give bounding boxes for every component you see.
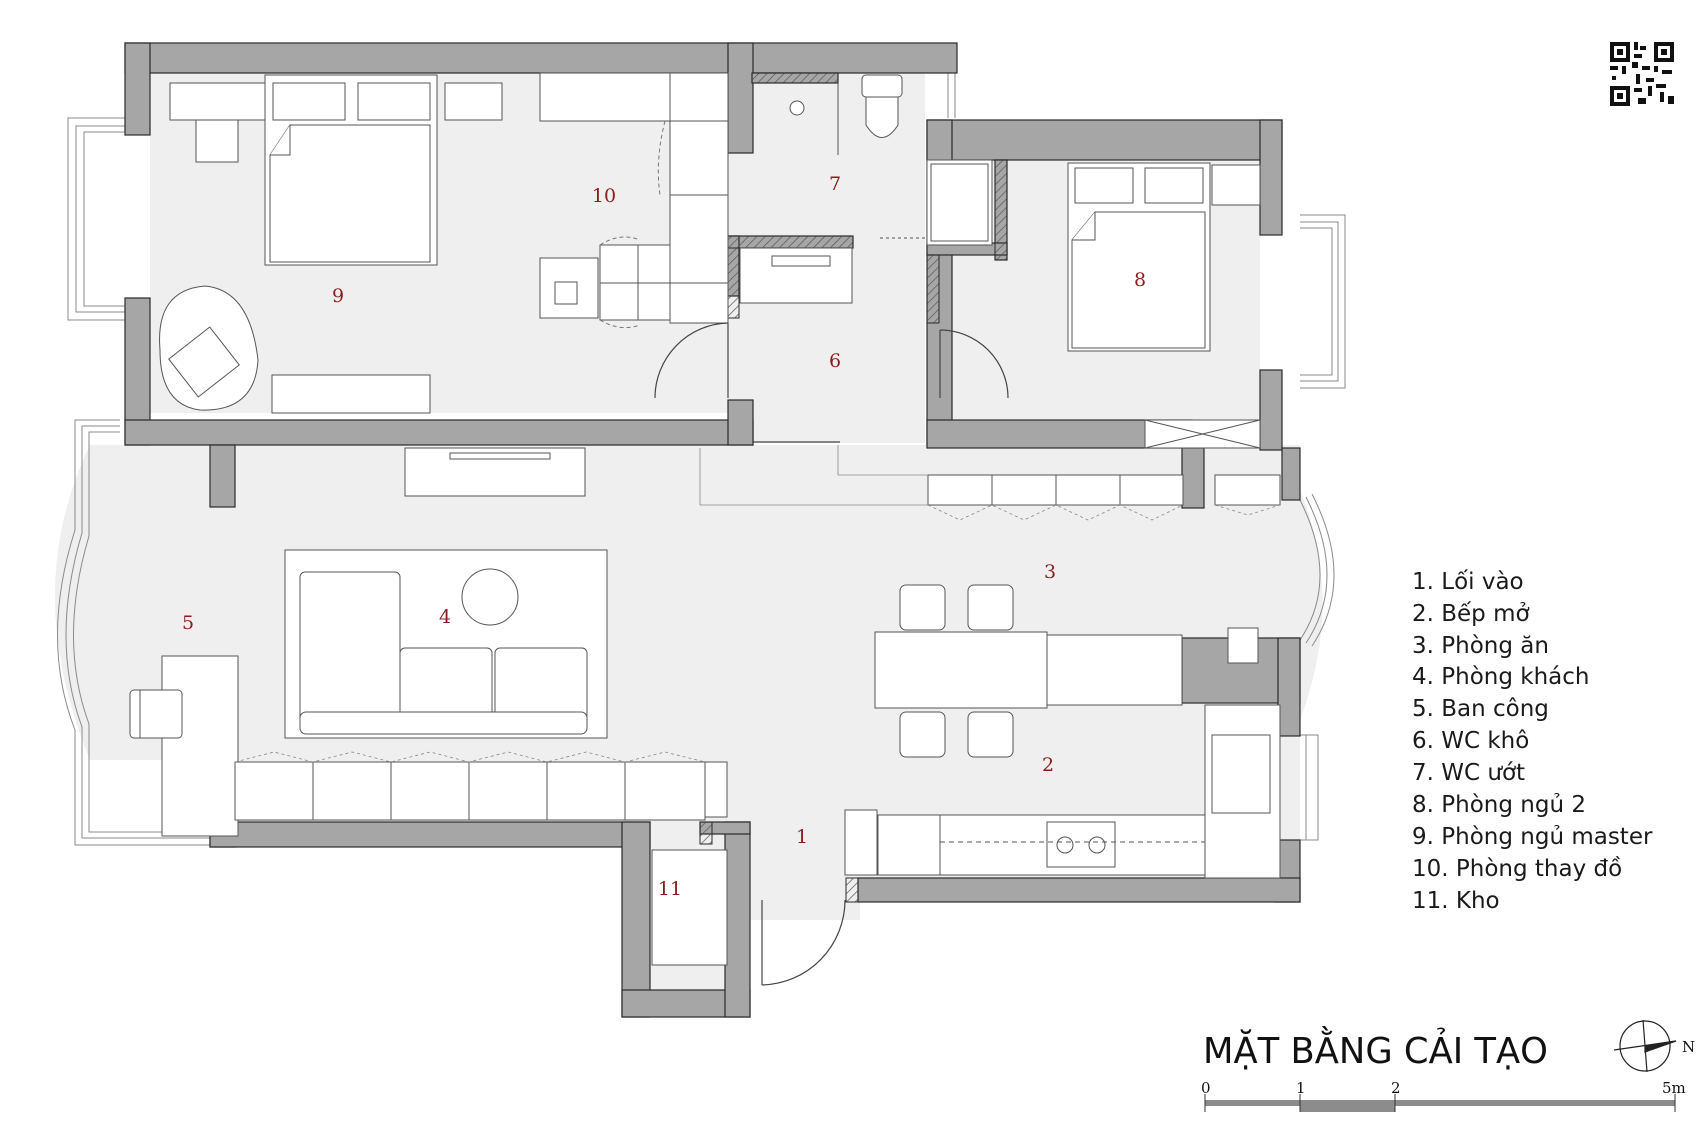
qr-code — [1608, 40, 1676, 108]
dressing-room-doors — [599, 120, 666, 329]
room-label-10: 10 — [592, 185, 616, 207]
legend-item-11: 11. Kho — [1412, 888, 1500, 914]
balcony-railings — [57, 72, 1346, 846]
legend-item-4: 4. Phòng khách — [1412, 664, 1589, 690]
plan-title: MẶT BẰNG CẢI TẠO — [1203, 1025, 1548, 1072]
legend-item-2: 2. Bếp mở — [1412, 601, 1530, 627]
scale-label-5m: 5m — [1662, 1079, 1686, 1097]
north-label: N — [1682, 1038, 1695, 1056]
dressing-room-furniture — [539, 72, 729, 324]
room-label-5: 5 — [182, 612, 194, 634]
room-legend: 1. Lối vào 2. Bếp mở 3. Phòng ăn 4. Phòn… — [1412, 569, 1653, 914]
legend-item-3: 3. Phòng ăn — [1412, 633, 1549, 659]
room-label-6: 6 — [829, 350, 841, 372]
master-bedroom-furniture — [159, 74, 503, 414]
room-label-7: 7 — [829, 173, 841, 195]
legend-item-6: 6. WC khô — [1412, 728, 1529, 754]
doors — [654, 322, 1009, 986]
scale-bar — [1204, 1094, 1676, 1112]
room-label-11: 11 — [658, 878, 682, 900]
dining-kitchen-furniture — [844, 584, 1281, 879]
room-labels: 1 2 3 4 5 6 7 8 9 10 11 — [182, 173, 1146, 900]
legend-item-9: 9. Phòng ngủ master — [1412, 824, 1653, 850]
legend-item-5: 5. Ban công — [1412, 696, 1549, 722]
legend-item-8: 8. Phòng ngủ 2 — [1412, 792, 1586, 818]
walls — [124, 42, 1301, 1018]
room-label-9: 9 — [332, 285, 344, 307]
wardrobes — [234, 474, 1281, 966]
legend-item-10: 10. Phòng thay đồ — [1412, 856, 1622, 882]
wardrobe-door-swings — [234, 445, 1281, 763]
room-label-3: 3 — [1044, 561, 1056, 583]
living-furniture — [129, 447, 608, 837]
legend-item-7: 7. WC ướt — [1412, 760, 1525, 786]
north-arrow-icon — [1613, 1019, 1677, 1073]
room-label-1: 1 — [796, 826, 808, 848]
room-label-4: 4 — [439, 606, 451, 628]
scale-label-2: 2 — [1391, 1079, 1401, 1097]
wc-furniture — [739, 74, 993, 304]
room-label-8: 8 — [1134, 269, 1146, 291]
room-label-2: 2 — [1042, 754, 1054, 776]
bedroom2-furniture — [1067, 162, 1261, 449]
wall-hatching — [699, 72, 1008, 903]
scale-label-0: 0 — [1201, 1079, 1211, 1097]
scale-label-1: 1 — [1296, 1079, 1306, 1097]
legend-item-1: 1. Lối vào — [1412, 569, 1524, 595]
